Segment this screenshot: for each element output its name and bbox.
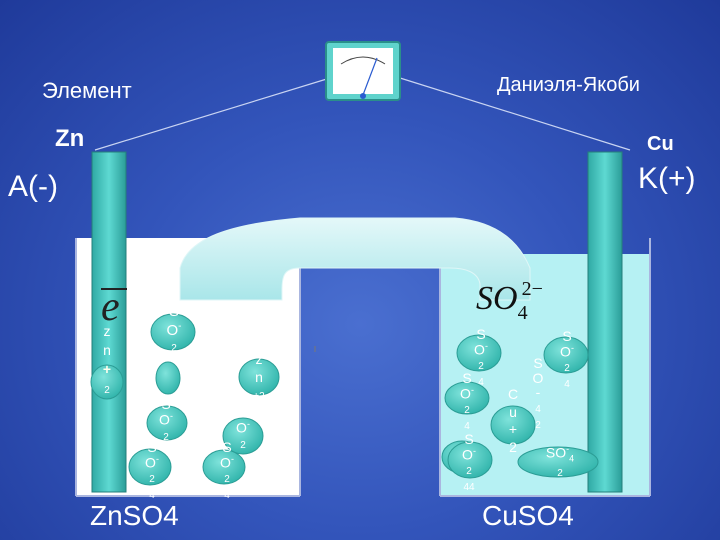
sulfate-ion-particle [543,336,589,374]
cu-ion-particle [490,405,536,445]
sulfate-ion-particle [150,313,196,351]
sulfate-ion-particle [447,441,493,479]
cathode-sign-label: K(+) [638,162,696,195]
left-solution-label: ZnSO4 [90,500,179,532]
electron-letter: e [101,284,120,330]
left-solution-text: ZnSO4 [90,500,179,531]
sulfate-formula-base: SO [476,280,518,317]
ion-particles [90,313,599,486]
sulfate-ion-particle [155,361,181,395]
salt-bridge [179,217,531,301]
sulfate-formula-sup: 2− [521,278,543,300]
sulfate-ion-particle [128,448,172,486]
copper-electrode [587,151,623,493]
zn-ion-particle [90,364,124,400]
right-solution-label: CuSO4 [482,500,574,532]
electron-symbol: e [97,286,133,330]
sulfate-ion-particle [202,449,246,485]
sulfate-ion-particle [444,381,490,415]
zinc-electrode [91,151,127,493]
zn-ion-particle [238,358,280,396]
sulfate-ion-particle [222,417,264,455]
sulfate-ion-label: O4 [166,347,182,366]
sulfate-formula: SO42− [476,279,543,323]
sulfate-ion-particle [517,446,599,478]
anode-metal-label: Zn [55,125,85,152]
title-right: Даниэля-Якоби [497,74,640,96]
sulfate-ion-particle [146,405,188,441]
left-wire [94,77,331,151]
sulfate-ion-particle [456,334,502,372]
electron-bar [101,288,127,290]
right-solution-text: CuSO4 [482,500,574,531]
sulfate-formula-sub: 4 [517,302,528,324]
anode-sign-label: A(-) [8,170,58,203]
galvanometer-icon [325,41,401,101]
title-left: Элемент [42,78,132,103]
cathode-metal-label: Cu [647,133,674,155]
right-wire [399,77,631,151]
